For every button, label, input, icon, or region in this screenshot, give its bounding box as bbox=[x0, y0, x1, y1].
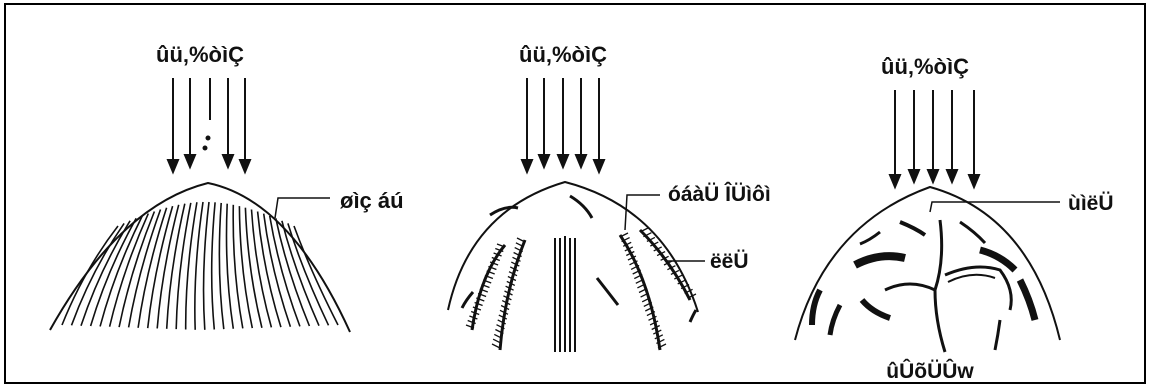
panel-3-callout-0: ùìëÜ bbox=[1068, 192, 1114, 215]
panel-1-arrow-label: ûü‚%òìÇ bbox=[156, 42, 244, 67]
panel-3-incoming-arrows bbox=[890, 90, 979, 187]
panel-2-comb-teeth bbox=[466, 228, 696, 348]
panel-1-callout-0: øìç áú bbox=[340, 188, 404, 213]
panel-2-callout-0: óáàÜ ÎÜìôì bbox=[668, 182, 771, 206]
panel-3-callout-leader-0 bbox=[930, 202, 1060, 212]
panel-3: ûü‚%òìÇ ùìëÜ ûÛ bbox=[795, 54, 1114, 383]
panel-3-patterns bbox=[812, 220, 1035, 352]
panel-3-arrow-label: ûü‚%òìÇ bbox=[881, 54, 969, 79]
panel-3-callout-1: ûÛõÜÛw bbox=[886, 359, 974, 383]
panel-2: ûü‚%òìÇ bbox=[448, 42, 771, 352]
panel-2-callout-1: ëëÜ bbox=[710, 250, 749, 273]
panel-2-incoming-arrows bbox=[522, 78, 604, 172]
panel-1-striations bbox=[62, 202, 338, 330]
panel-1-incoming-arrows bbox=[168, 78, 250, 172]
panel-1: ûü‚%òìÇ øìç áú bbox=[50, 42, 404, 332]
panel-1-callout-leader bbox=[275, 198, 330, 218]
panel-2-arrow-label: ûü‚%òìÇ bbox=[519, 42, 607, 67]
